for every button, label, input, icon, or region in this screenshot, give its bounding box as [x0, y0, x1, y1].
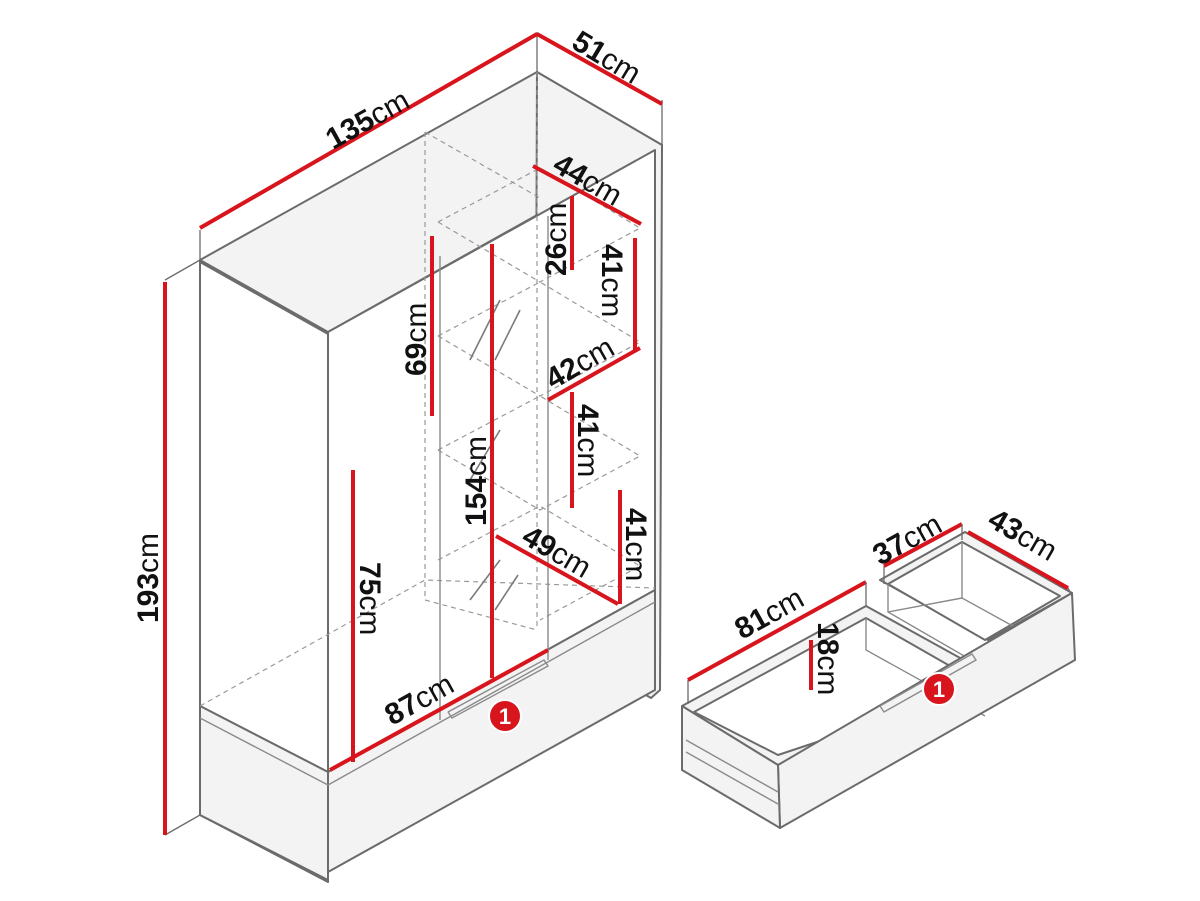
- label-upper-rail-height: 69cm: [400, 303, 433, 376]
- label-drawer-height: 18cm: [811, 622, 844, 695]
- dim-line-drawer-front-depth: [883, 522, 963, 568]
- dim-line-width: [199, 32, 538, 230]
- dim-line-depth: [536, 32, 663, 106]
- label-wardrobe-width: 135cm: [320, 84, 415, 157]
- dim-line-drawer-length: [687, 580, 867, 682]
- drawer-drawing: [681, 531, 1076, 829]
- dim-line-shelf-width: [547, 346, 641, 402]
- wardrobe-extension-lines: [164, 32, 663, 836]
- wardrobe-dimension-lines: [163, 32, 663, 835]
- label-shelf-gap-4: 41cm: [619, 508, 652, 581]
- dim-line-drawer-depth: [967, 530, 1069, 590]
- drawer-detail-badge: 1: [922, 672, 956, 706]
- drawer-front: [681, 705, 781, 829]
- dim-line-bottom-shelf: [495, 534, 619, 606]
- label-shelf-gap-3: 41cm: [571, 404, 604, 477]
- wardrobe-base-left: [199, 705, 329, 881]
- dim-line-inner-width: [329, 648, 549, 772]
- label-left-height: 75cm: [353, 562, 386, 635]
- label-shelf-gap-top: 26cm: [540, 203, 573, 276]
- svg-text:1: 1: [499, 704, 511, 729]
- label-wardrobe-depth: 51cm: [566, 25, 646, 91]
- drawer-dimension-lines: [687, 522, 1073, 704]
- label-shelf-gap-2: 41cm: [595, 244, 628, 317]
- wardrobe-drawer-badge: 1: [488, 699, 522, 733]
- label-wardrobe-height: 193cm: [132, 533, 165, 623]
- label-middle-height: 154cm: [460, 436, 493, 526]
- dim-line-shelf-depth: [532, 164, 642, 226]
- label-bottom-shelf-width: 49cm: [517, 519, 597, 584]
- svg-text:1: 1: [933, 677, 945, 702]
- wardrobe-drawing: [199, 71, 663, 883]
